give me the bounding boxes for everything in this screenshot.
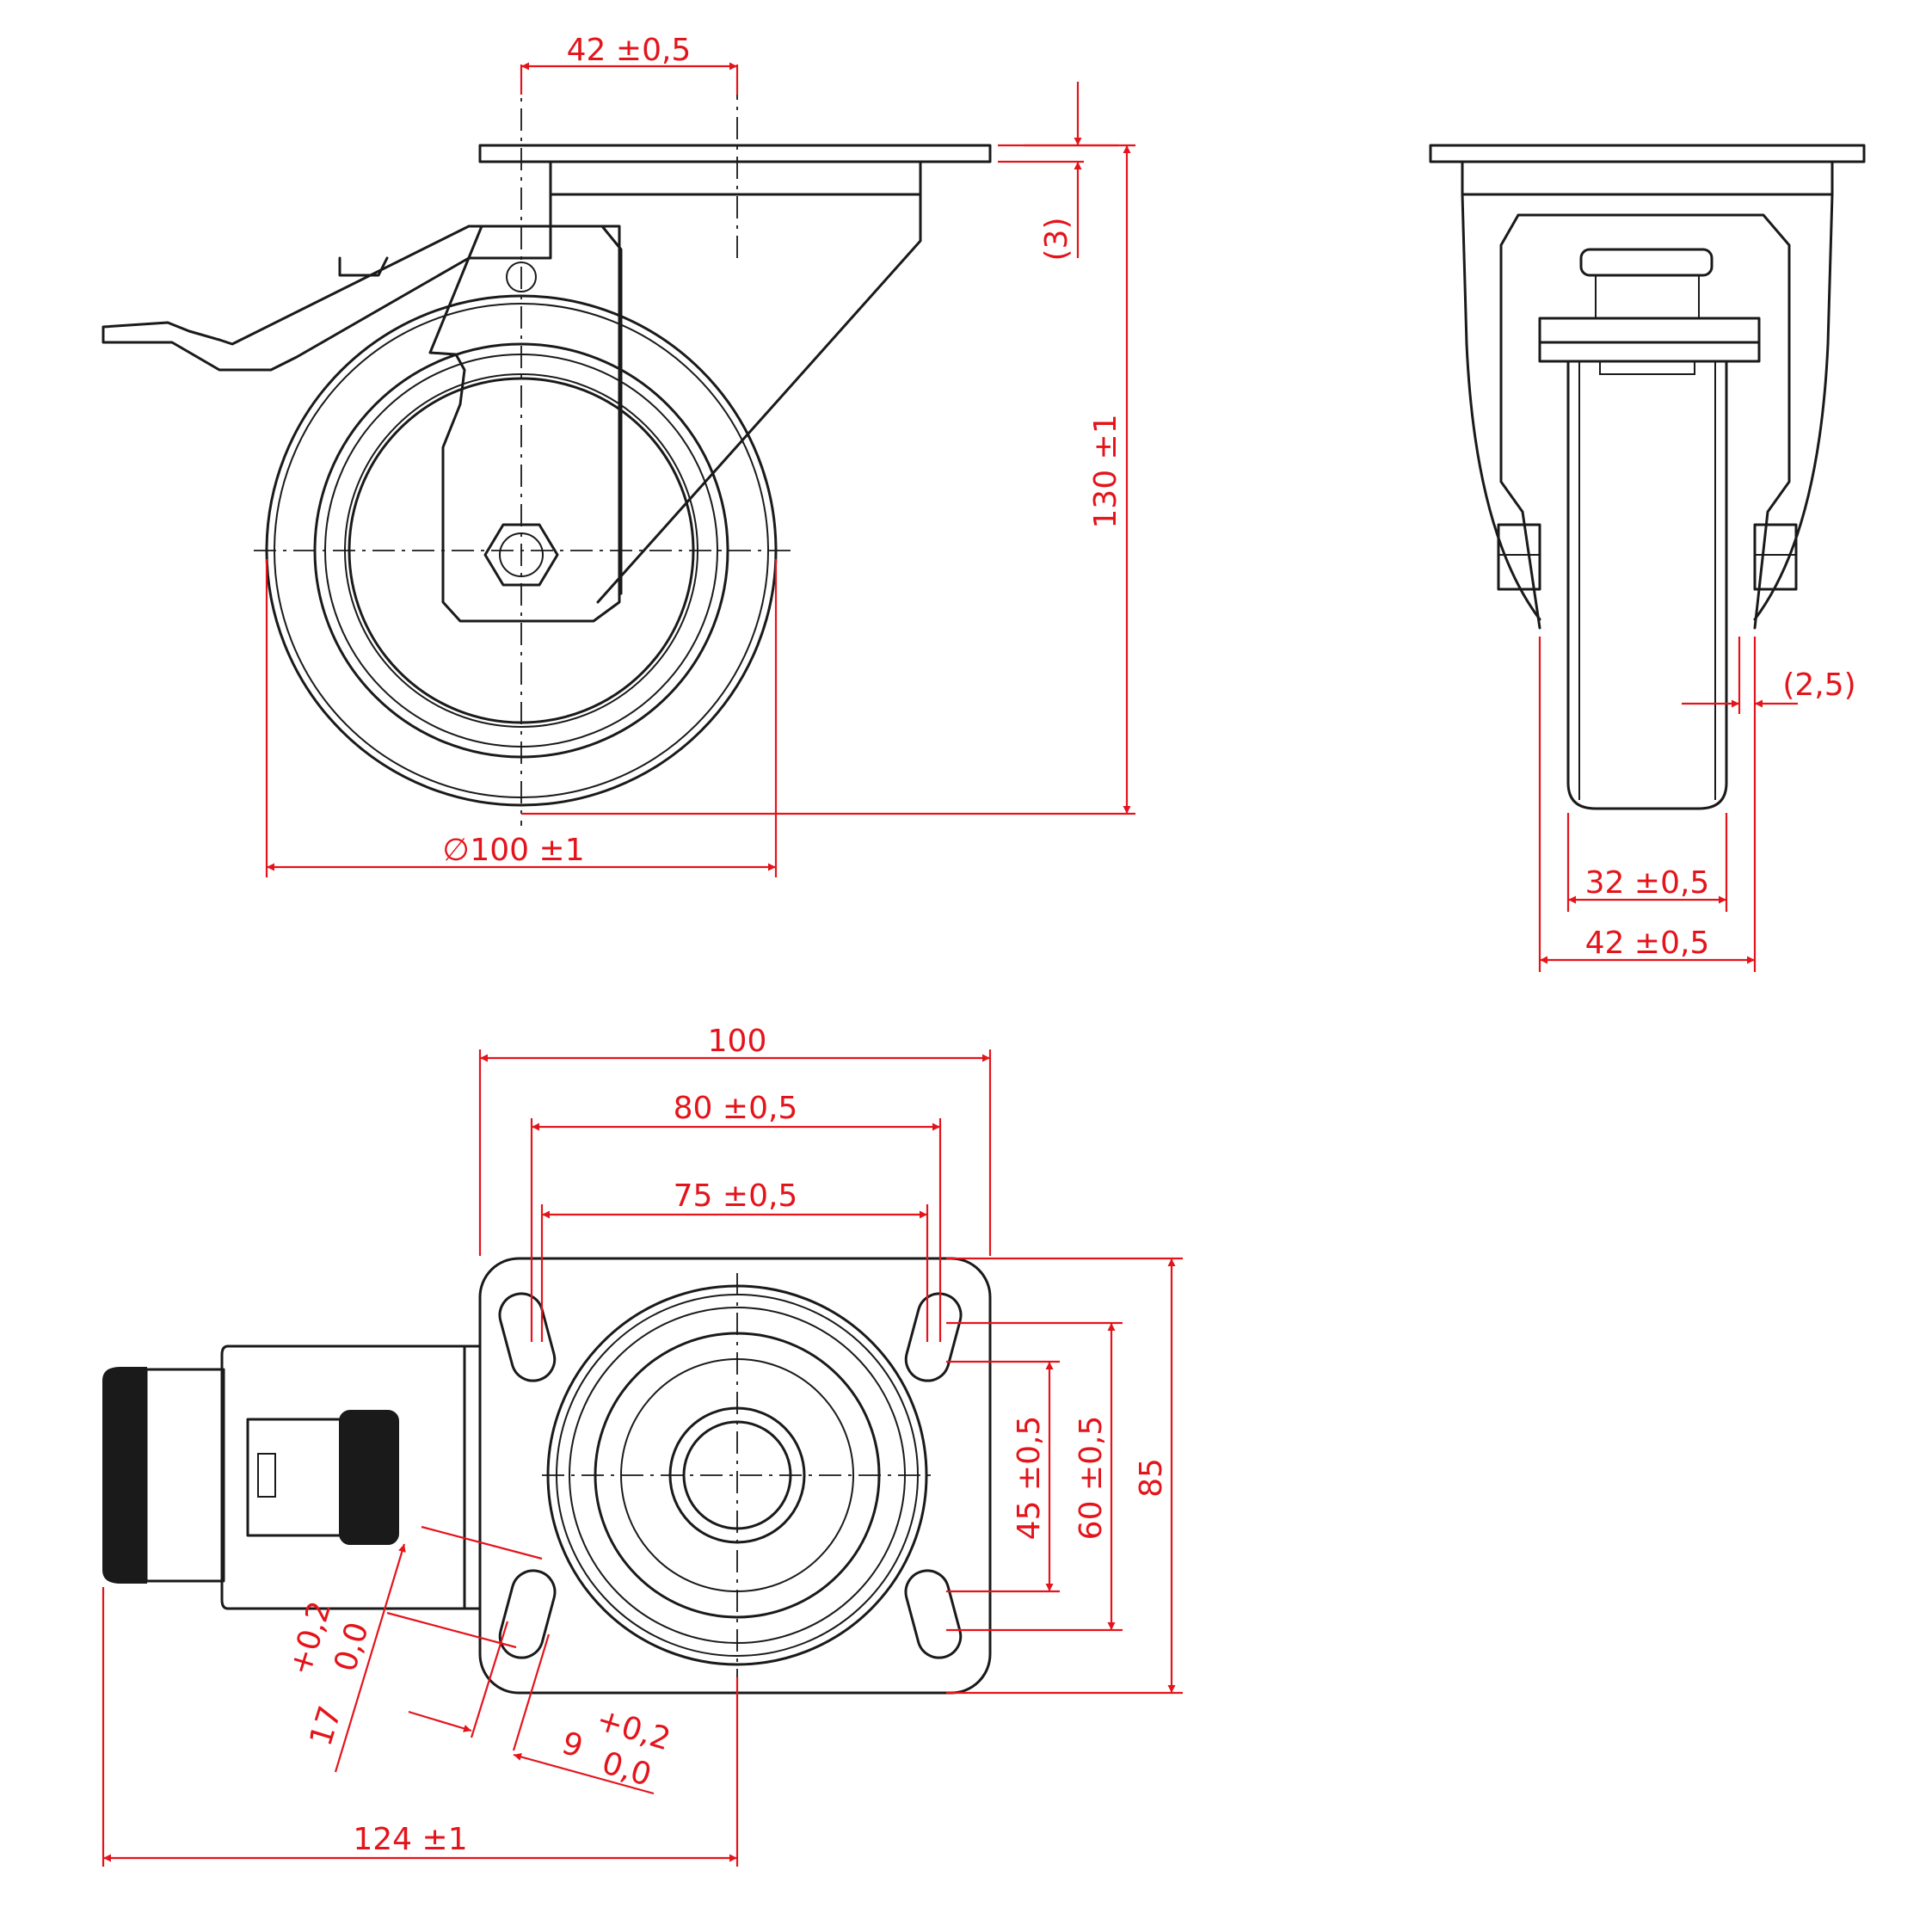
dim-total-height: 130 ±1 — [1088, 414, 1123, 528]
dim-tread-width: 32 ±0,5 — [1585, 865, 1710, 901]
top-view: 100 80 ±0,5 75 ±0,5 85 60 ±0,5 45 ±0,5 1… — [102, 1024, 1183, 1867]
mounting-slots — [498, 1292, 963, 1659]
brake-assembly — [102, 1344, 482, 1610]
dim-hole-pitch-outer: 60 ±0,5 — [1074, 1416, 1109, 1541]
dim-slot-length: 17 — [304, 1702, 349, 1750]
front-fork — [1499, 213, 1791, 630]
dim-plate-width: 100 — [708, 1024, 767, 1059]
front-top-plate — [1429, 144, 1866, 196]
dim-hole-spacing-inner: 75 ±0,5 — [674, 1178, 798, 1214]
diameter-symbol: ∅ — [442, 833, 469, 868]
top-plate — [478, 144, 992, 196]
dim-hole-pitch-inner: 45 ±0,5 — [1012, 1416, 1047, 1541]
dim-plate-depth: 85 — [1134, 1458, 1169, 1498]
front-housing — [1461, 193, 1834, 621]
side-view: 42 ±0,5 (3) 130 ±1 ∅ 100 ±1 — [102, 33, 1135, 877]
front-axle-nuts — [1497, 523, 1798, 591]
dim-brake-reach: 124 ±1 — [353, 1822, 467, 1857]
dim-hole-spacing-outer: 80 ±0,5 — [674, 1091, 798, 1126]
dim-gap: (2,5) — [1782, 668, 1855, 703]
dim-slot-width-tol-upper: +0,2 — [593, 1702, 675, 1758]
front-view: 32 ±0,5 42 ±0,5 (2,5) — [1429, 144, 1866, 972]
front-wheel — [1566, 360, 1728, 810]
brake-lever — [102, 225, 552, 372]
dim-wheel-diameter: 100 ±1 — [470, 833, 584, 868]
dim-slot-length-tol-lower: 0,0 — [328, 1618, 376, 1676]
dim-total-width: 42 ±0,5 — [1585, 926, 1710, 961]
dim-axis-offset: 42 ±0,5 — [567, 33, 692, 68]
front-brake-block — [1538, 248, 1761, 375]
dim-plate-thickness: (3) — [1039, 218, 1074, 261]
king-pin — [506, 261, 537, 292]
dim-slot-width: 9 — [557, 1726, 587, 1765]
dim-slot-width-tol-lower: 0,0 — [598, 1745, 655, 1794]
